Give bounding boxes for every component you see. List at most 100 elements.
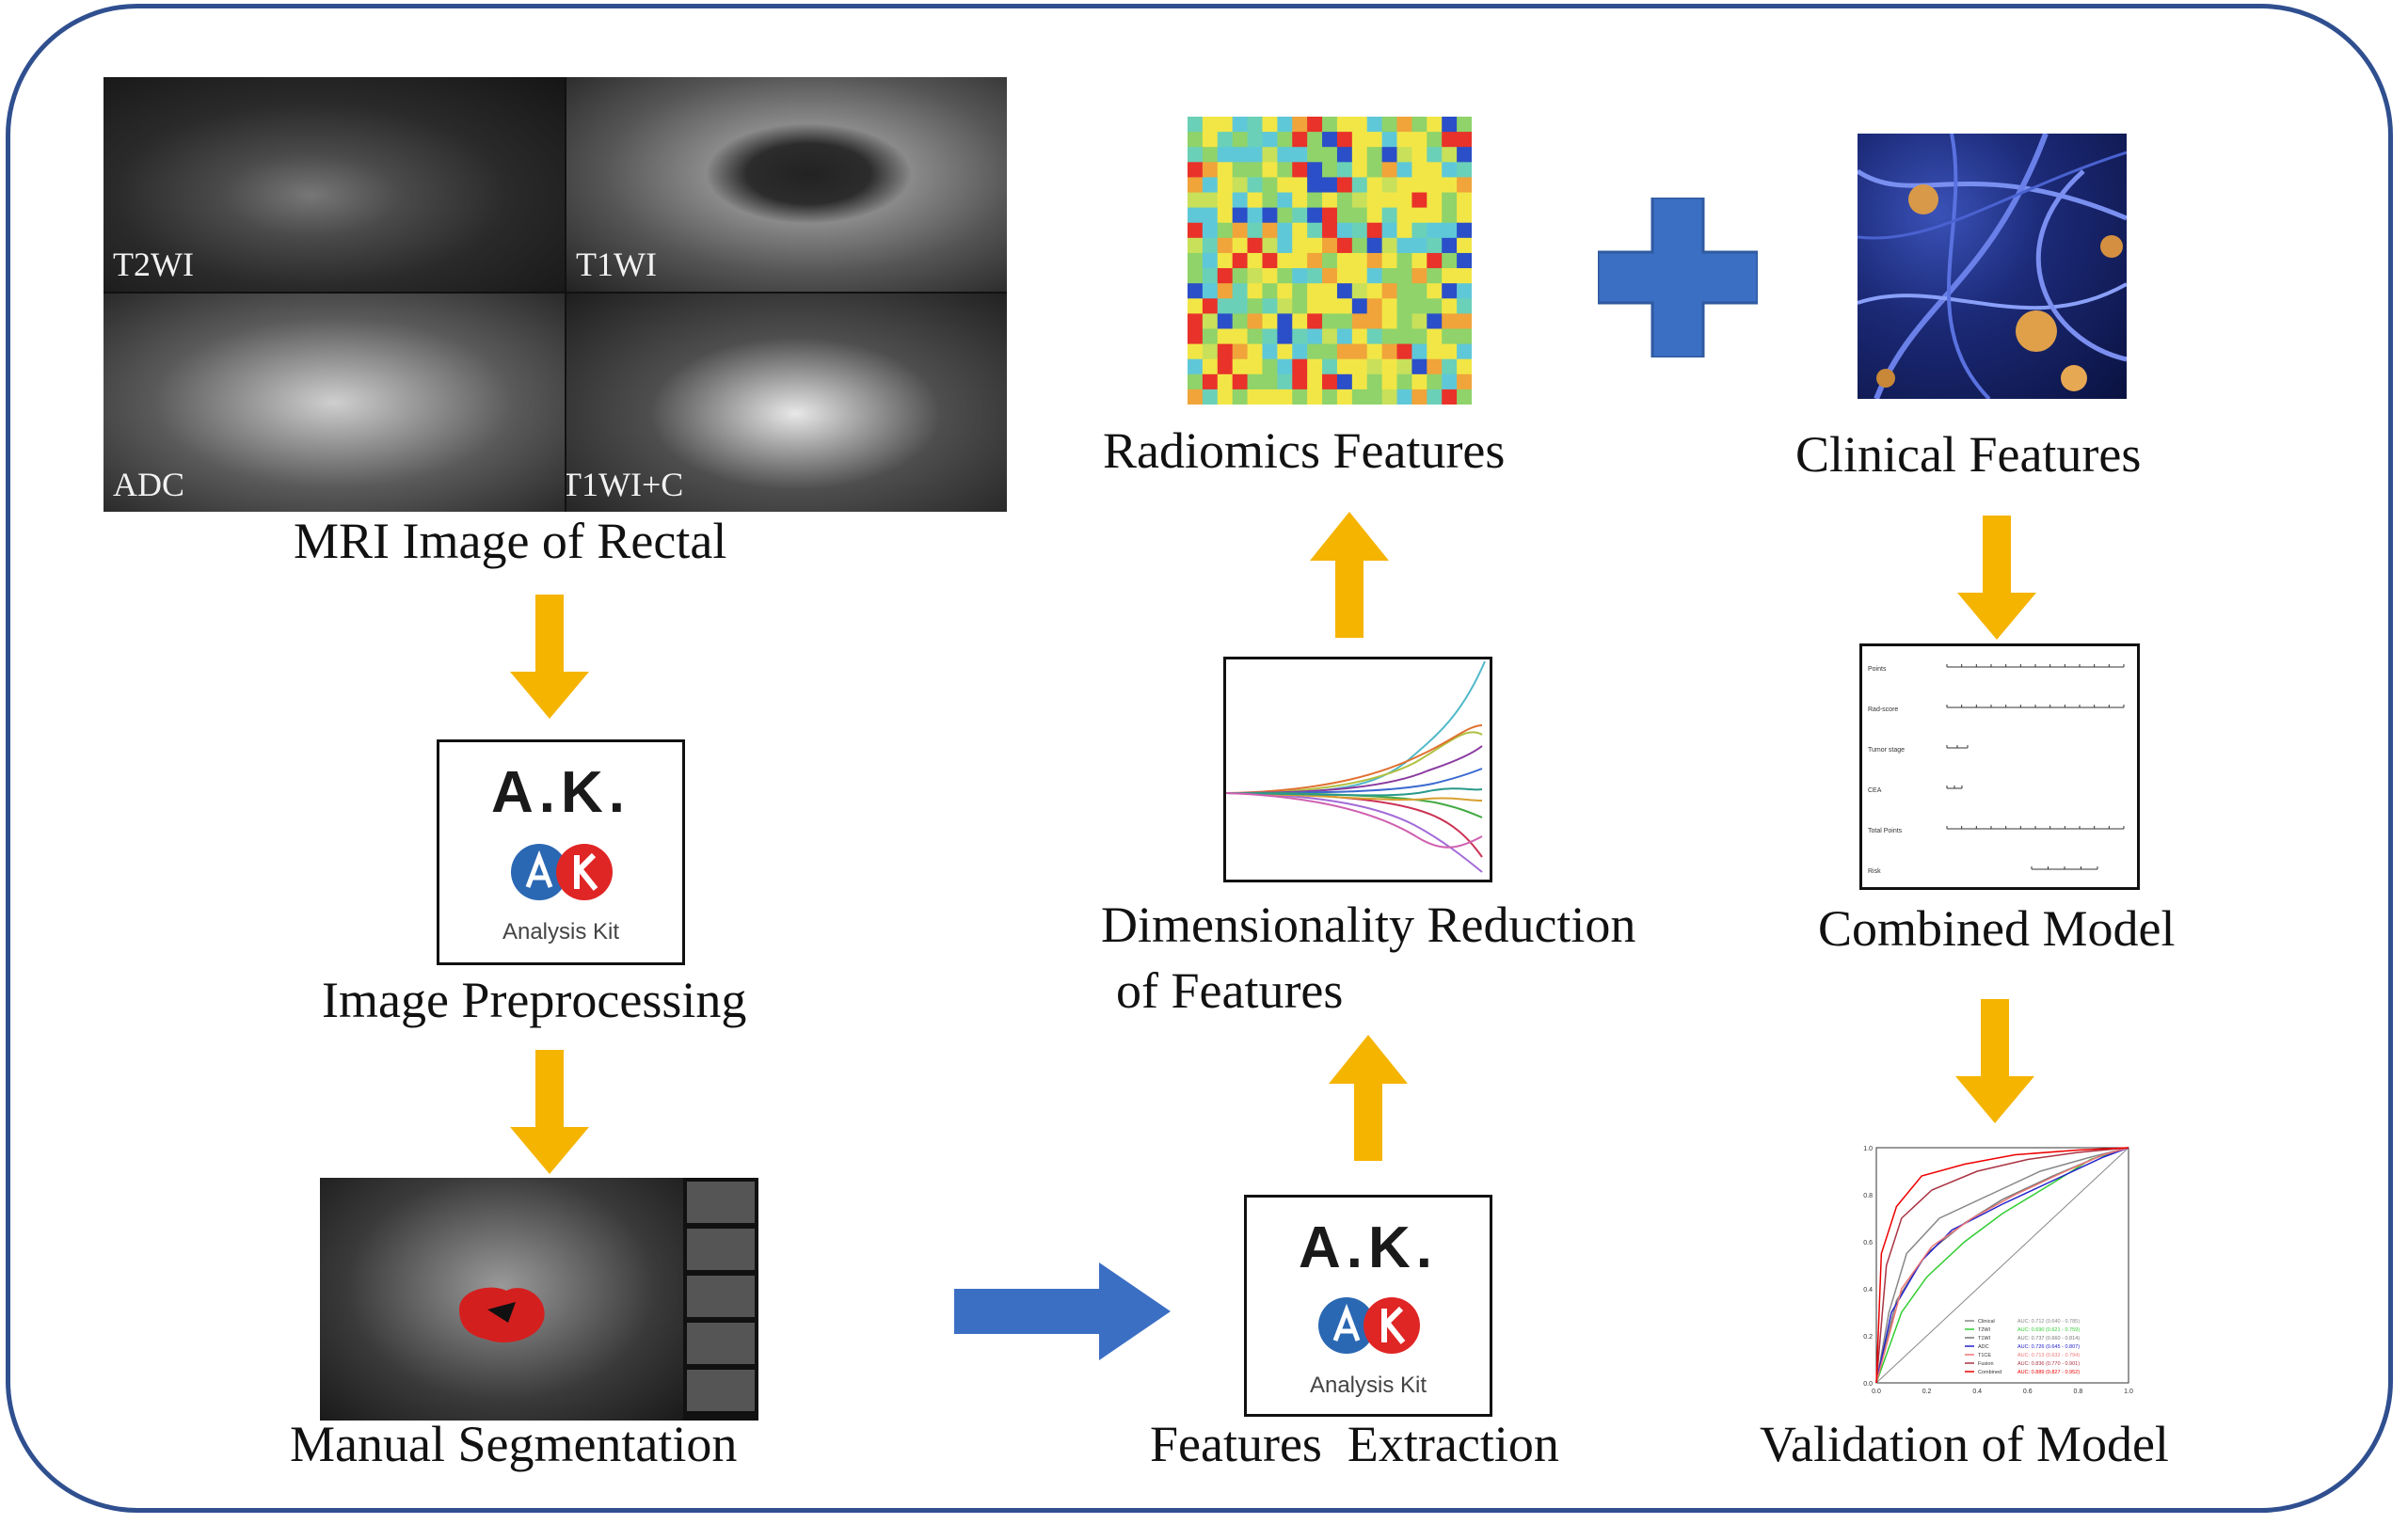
heatmap-cell xyxy=(1396,313,1412,329)
heatmap-cell xyxy=(1292,373,1308,390)
heatmap-cell xyxy=(1202,298,1219,314)
roc-x-tick-label: 0.8 xyxy=(2074,1389,2083,1395)
heatmap-cell xyxy=(1322,313,1338,329)
heatmap-cell xyxy=(1381,343,1398,360)
heatmap-cell xyxy=(1457,177,1472,194)
heatmap-cell xyxy=(1277,268,1293,284)
roc-legend-name: T1WI xyxy=(1978,1336,1991,1341)
heatmap-cell xyxy=(1336,192,1353,209)
roc-curve xyxy=(1875,1147,2129,1384)
heatmap-cell xyxy=(1232,252,1249,269)
heatmap-cell xyxy=(1292,192,1308,209)
nomogram-row-label: Rad-score xyxy=(1868,706,1898,713)
heatmap-cell xyxy=(1188,117,1204,133)
heatmap-cell xyxy=(1322,283,1338,299)
roc-y-tick-label: 0.4 xyxy=(1863,1287,1873,1294)
heatmap-cell xyxy=(1396,389,1412,405)
heatmap-cell xyxy=(1366,207,1383,224)
heatmap-cell xyxy=(1336,358,1353,375)
heatmap-cell xyxy=(1322,147,1338,163)
heatmap-cell xyxy=(1351,252,1368,269)
heatmap-cell xyxy=(1277,373,1293,390)
heatmap-cell xyxy=(1336,373,1353,390)
heatmap-cell xyxy=(1232,389,1249,405)
roc-curve xyxy=(1875,1147,2129,1384)
heatmap-cell xyxy=(1351,207,1368,224)
heatmap-cell xyxy=(1322,373,1338,390)
heatmap-cell xyxy=(1277,117,1293,133)
heatmap-cell xyxy=(1262,373,1278,390)
heatmap-cell xyxy=(1427,222,1443,239)
heatmap-cell xyxy=(1217,132,1234,148)
heatmap-cell xyxy=(1381,283,1398,299)
heatmap-cell xyxy=(1247,192,1263,209)
mri-tag-t1wi: T1WI xyxy=(576,246,657,283)
heatmap-cell xyxy=(1292,177,1308,194)
heatmap-cell xyxy=(1232,162,1249,178)
heatmap-cell xyxy=(1232,283,1249,299)
ak-logo-title: A.K. xyxy=(1299,1215,1438,1280)
heatmap-cell xyxy=(1411,268,1427,284)
heatmap-cell xyxy=(1292,222,1308,239)
heatmap-cell xyxy=(1411,358,1427,375)
heatmap-cell xyxy=(1336,117,1353,133)
heatmap-cell xyxy=(1442,343,1458,360)
heatmap-cell xyxy=(1217,117,1234,133)
heatmap-cell xyxy=(1188,328,1204,345)
roc-x-tick-label: 1.0 xyxy=(2124,1389,2133,1395)
heatmap-cell xyxy=(1232,237,1249,254)
heatmap-cell xyxy=(1442,117,1458,133)
heatmap-cell xyxy=(1292,117,1308,133)
heatmap-cell xyxy=(1442,237,1458,254)
arrow-down-2 xyxy=(510,1050,589,1174)
heatmap-cell xyxy=(1217,268,1234,284)
heatmap-cell xyxy=(1307,147,1323,163)
heatmap-cell xyxy=(1292,207,1308,224)
heatmap-cell xyxy=(1188,207,1204,224)
heatmap-cell xyxy=(1202,147,1219,163)
heatmap-cell xyxy=(1307,283,1323,299)
heatmap-cell xyxy=(1411,222,1427,239)
label-clinical-features: Clinical Features xyxy=(1795,426,2142,483)
heatmap-cell xyxy=(1366,313,1383,329)
heatmap-cell xyxy=(1381,252,1398,269)
heatmap-cell xyxy=(1232,358,1249,375)
roc-legend-auc: AUC: 0.836 (0.770 - 0.901) xyxy=(2017,1361,2080,1367)
heatmap-cell xyxy=(1322,358,1338,375)
ak-logo-extraction: A.K. Analysis Kit xyxy=(1244,1195,1492,1417)
heatmap-cell xyxy=(1457,252,1472,269)
heatmap-cell xyxy=(1411,192,1427,209)
heatmap-cell xyxy=(1277,177,1293,194)
heatmap-cell xyxy=(1381,237,1398,254)
heatmap-cell xyxy=(1336,132,1353,148)
heatmap-cell xyxy=(1307,268,1323,284)
roc-y-tick-label: 0.6 xyxy=(1863,1240,1873,1246)
roc-legend-auc: AUC: 0.889 (0.827 - 0.952) xyxy=(2017,1370,2080,1375)
heatmap-cell xyxy=(1292,147,1308,163)
heatmap-cell xyxy=(1442,147,1458,163)
mri-t1wi-image: T1WI xyxy=(566,77,1007,292)
heatmap-cell xyxy=(1366,132,1383,148)
heatmap-cell xyxy=(1277,252,1293,269)
heatmap-cell xyxy=(1188,162,1204,178)
roc-legend-name: Clinical xyxy=(1978,1319,1995,1325)
heatmap-cell xyxy=(1217,373,1234,390)
heatmap-cell xyxy=(1232,117,1249,133)
mri-tag-t2wi: T2WI xyxy=(113,246,194,283)
heatmap-cell xyxy=(1396,373,1412,390)
heatmap-cell xyxy=(1188,268,1204,284)
nomogram-row-label: Tumor stage xyxy=(1868,747,1905,754)
heatmap-cell xyxy=(1232,207,1249,224)
heatmap-cell xyxy=(1427,162,1443,178)
heatmap-cell xyxy=(1427,313,1443,329)
heatmap-cell xyxy=(1232,268,1249,284)
segmentation-thumbnail-strip xyxy=(687,1182,755,1417)
heatmap-cell xyxy=(1232,373,1249,390)
heatmap-cell xyxy=(1336,313,1353,329)
heatmap-cell xyxy=(1307,358,1323,375)
heatmap-cell xyxy=(1262,268,1278,284)
heatmap-cell xyxy=(1381,328,1398,345)
heatmap-cell xyxy=(1381,373,1398,390)
heatmap-cell xyxy=(1427,343,1443,360)
